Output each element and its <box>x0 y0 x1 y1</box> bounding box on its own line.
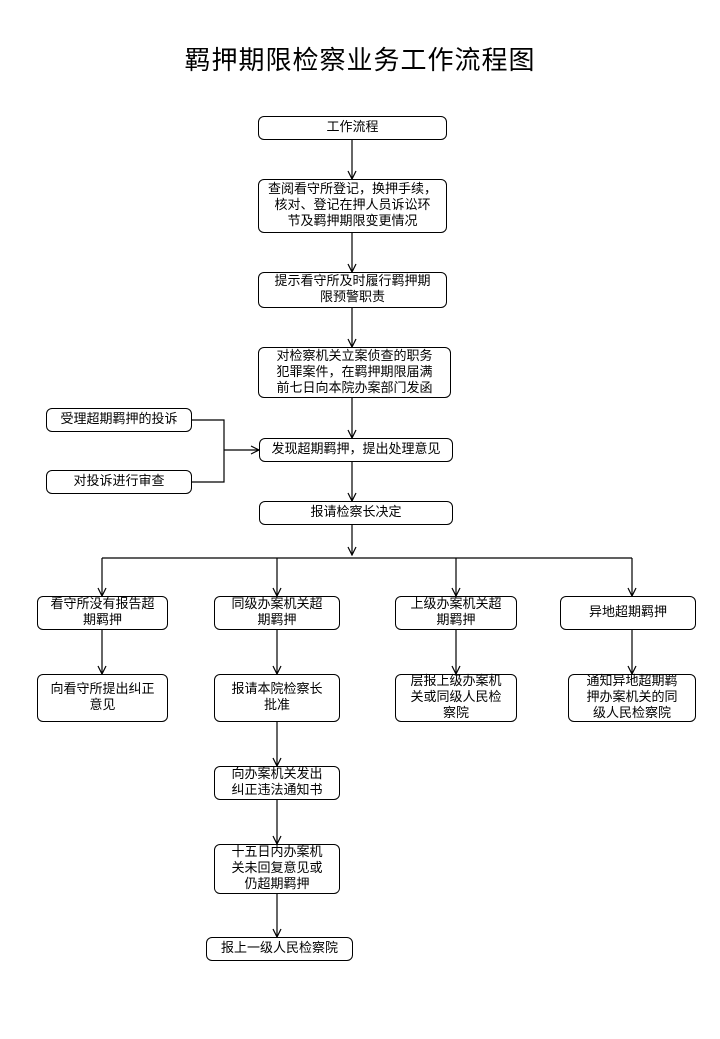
violation-notice-node: 向办案机关发出 纠正违法通知书 <box>214 766 340 800</box>
correction-opinion-node: 向看守所提出纠正 意见 <box>37 674 168 722</box>
warning-duty-node: 提示看守所及时履行羁押期 限预警职责 <box>258 272 447 308</box>
report-upper-node: 报上一级人民检察院 <box>206 937 353 961</box>
branch-other-region-node: 异地超期羁押 <box>560 596 696 630</box>
branch-detention-center-node: 看守所没有报告超 期羁押 <box>37 596 168 630</box>
check-registration-node: 查阅看守所登记，换押手续， 核对、登记在押人员诉讼环 节及羁押期限变更情况 <box>258 179 447 233</box>
report-chief-node: 报请检察长决定 <box>259 501 453 525</box>
complaint-review-node: 对投诉进行审查 <box>46 470 192 494</box>
overdue-detected-node: 发现超期羁押，提出处理意见 <box>259 438 453 462</box>
branch-upper-level-node: 上级办案机关超 期羁押 <box>395 596 517 630</box>
start-node: 工作流程 <box>258 116 447 140</box>
page-title: 羁押期限检察业务工作流程图 <box>184 46 536 76</box>
approval-node: 报请本院检察长 批准 <box>214 674 340 722</box>
report-upward-node: 层报上级办案机 关或同级人民检 察院 <box>395 674 517 722</box>
complaint-accept-node: 受理超期羁押的投诉 <box>46 408 192 432</box>
branch-same-level-node: 同级办案机关超 期羁押 <box>214 596 340 630</box>
no-reply-node: 十五日内办案机 关未回复意见或 仍超期羁押 <box>214 844 340 894</box>
notify-other-region-node: 通知异地超期羁 押办案机关的同 级人民检察院 <box>568 674 696 722</box>
complaint-merge-line <box>192 419 225 483</box>
send-letter-node: 对检察机关立案侦查的职务 犯罪案件，在羁押期限届满 前七日向本院办案部门发函 <box>258 347 451 398</box>
